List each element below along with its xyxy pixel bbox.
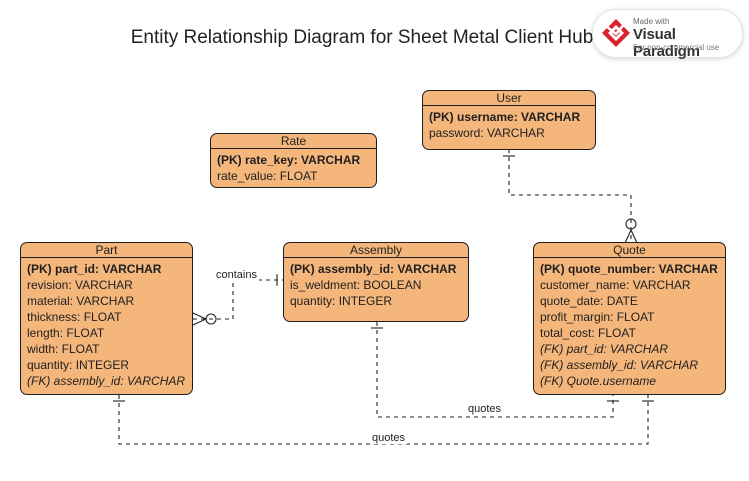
crowfoot-part-lower bbox=[192, 318, 207, 326]
attribute-row: rate_value: FLOAT bbox=[217, 169, 318, 183]
foreign-key-attribute: (FK) assembly_id: VARCHAR bbox=[540, 358, 699, 372]
entity-attributes: (PK) rate_key: VARCHAR rate_value: FLOAT bbox=[211, 149, 376, 184]
entity-header: Assembly bbox=[284, 243, 468, 258]
primary-key-attribute: (PK) part_id: VARCHAR bbox=[27, 262, 162, 276]
badge-made-with: Made with bbox=[633, 17, 670, 26]
visual-paradigm-logo-icon bbox=[602, 19, 630, 47]
entity-header: User bbox=[423, 91, 595, 106]
foreign-key-attribute: (FK) assembly_id: VARCHAR bbox=[27, 374, 186, 388]
entity-quote[interactable]: Quote (PK) quote_number: VARCHAR customer… bbox=[533, 242, 726, 395]
attribute-row: customer_name: VARCHAR bbox=[540, 278, 691, 292]
relationship-label-contains: contains bbox=[214, 269, 259, 281]
diagram-title: Entity Relationship Diagram for Sheet Me… bbox=[130, 27, 594, 48]
connector-part-quote[interactable] bbox=[118, 395, 649, 445]
relationship-label-assembly-quotes: quotes bbox=[466, 403, 504, 415]
attribute-row: is_weldment: BOOLEAN bbox=[290, 278, 422, 292]
badge-license-note: For non-commercial use bbox=[633, 43, 720, 52]
relationship-label-part-quotes: quotes bbox=[370, 432, 408, 444]
connector-part-assembly[interactable] bbox=[193, 279, 284, 320]
entity-header: Rate bbox=[211, 134, 376, 149]
attribute-row: length: FLOAT bbox=[27, 326, 105, 340]
entity-user[interactable]: User (PK) username: VARCHAR password: VAR… bbox=[422, 90, 596, 150]
entity-attributes: (PK) username: VARCHAR password: VARCHAR bbox=[423, 106, 595, 141]
entity-attributes: (PK) part_id: VARCHAR revision: VARCHAR ma… bbox=[21, 258, 192, 389]
entity-header: Quote bbox=[534, 243, 725, 258]
entity-attributes: (PK) assembly_id: VARCHAR is_weldment: BO… bbox=[284, 258, 468, 309]
attribute-row: revision: VARCHAR bbox=[27, 278, 133, 292]
foreign-key-attribute: (FK) part_id: VARCHAR bbox=[540, 342, 669, 356]
attribute-row: password: VARCHAR bbox=[429, 126, 545, 140]
entity-part[interactable]: Part (PK) part_id: VARCHAR revision: VARC… bbox=[20, 242, 193, 395]
crowfoot-part-upper bbox=[192, 312, 207, 320]
attribute-row: quantity: INTEGER bbox=[27, 358, 130, 372]
attribute-row: thickness: FLOAT bbox=[27, 310, 122, 324]
attribute-row: quote_date: DATE bbox=[540, 294, 638, 308]
crowfoot-quote-left bbox=[624, 229, 632, 244]
attribute-row: profit_margin: FLOAT bbox=[540, 310, 655, 324]
attribute-row: material: VARCHAR bbox=[27, 294, 135, 308]
badge-product-name: Visual Paradigm bbox=[633, 26, 700, 60]
foreign-key-attribute: (FK) Quote.username bbox=[540, 374, 657, 388]
optional-circle-part bbox=[205, 313, 217, 325]
primary-key-attribute: (PK) rate_key: VARCHAR bbox=[217, 153, 361, 167]
entity-rate[interactable]: Rate (PK) rate_key: VARCHAR rate_value: F… bbox=[210, 133, 377, 188]
primary-key-attribute: (PK) assembly_id: VARCHAR bbox=[290, 262, 457, 276]
entity-assembly[interactable]: Assembly (PK) assembly_id: VARCHAR is_wel… bbox=[283, 242, 469, 322]
crowfoot-quote-right bbox=[630, 229, 638, 244]
entity-header: Part bbox=[21, 243, 192, 258]
connector-user-quote[interactable] bbox=[508, 149, 632, 243]
attribute-row: total_cost: FLOAT bbox=[540, 326, 636, 340]
optional-circle-quote bbox=[625, 218, 637, 230]
attribute-row: quantity: INTEGER bbox=[290, 294, 393, 308]
entity-attributes: (PK) quote_number: VARCHAR customer_name:… bbox=[534, 258, 725, 389]
primary-key-attribute: (PK) username: VARCHAR bbox=[429, 110, 581, 124]
primary-key-attribute: (PK) quote_number: VARCHAR bbox=[540, 262, 718, 276]
attribute-row: width: FLOAT bbox=[27, 342, 100, 356]
visual-paradigm-badge[interactable]: Made with Visual Paradigm For non-commer… bbox=[592, 9, 743, 60]
